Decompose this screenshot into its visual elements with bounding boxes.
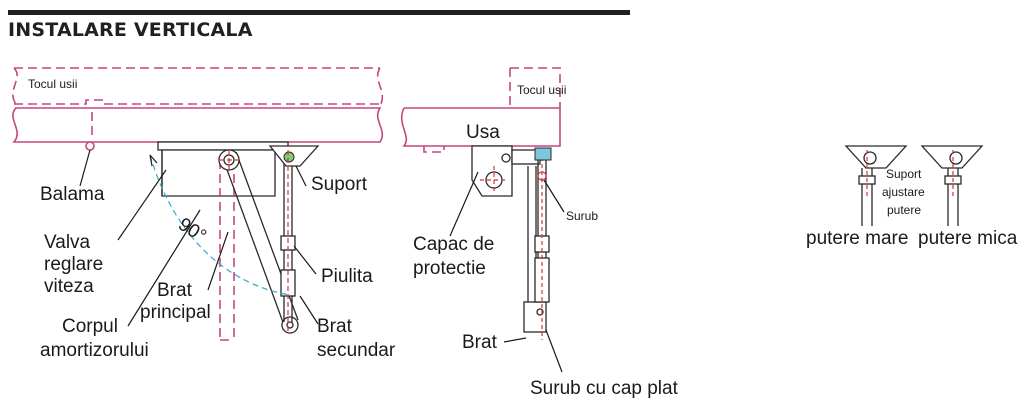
label-piulita: Piulita	[321, 266, 373, 287]
label-suport-ajustare-line3: putere	[887, 203, 921, 217]
middle-closer-assembly	[471, 145, 552, 340]
middle-leaders	[449, 171, 565, 373]
label-capac-line1: Capac de	[413, 234, 494, 255]
middle-door-frame	[400, 67, 561, 153]
label-surub-cu-cap-plat: Surub cu cap plat	[530, 378, 679, 399]
label-suport-ajustare-line2: ajustare	[882, 185, 925, 199]
putere-mare-bracket	[844, 145, 908, 226]
left-closer-assembly	[149, 141, 320, 341]
label-capac-line2: protectie	[413, 258, 486, 279]
label-corpul-line1: Corpul	[62, 316, 118, 337]
label-brat-secundar-line2: secundar	[317, 340, 396, 361]
label-brat-principal-line1: Brat	[157, 280, 193, 301]
label-valva-line3: viteza	[44, 276, 94, 297]
label-suport-ajustare-line1: Suport	[886, 167, 922, 181]
label-putere-mare: putere mare	[806, 228, 908, 249]
putere-mica-bracket	[920, 145, 984, 226]
label-suport: Suport	[311, 174, 368, 195]
label-tocul-usii-left: Tocul usii	[28, 77, 77, 91]
label-brat-principal-line2: principal	[140, 302, 211, 323]
title-rule	[8, 10, 630, 15]
label-balama: Balama	[40, 184, 105, 205]
label-putere-mica: putere mica	[918, 228, 1018, 249]
label-valva-line2: reglare	[44, 254, 103, 275]
left-leaders	[79, 149, 319, 327]
label-surub: Surub	[566, 209, 598, 223]
label-valva-line1: Valva	[44, 232, 91, 253]
label-brat: Brat	[462, 332, 498, 353]
label-brat-secundar-line1: Brat	[317, 316, 353, 337]
page-title: INSTALARE VERTICALA	[8, 19, 253, 41]
label-usa: Usa	[466, 122, 500, 143]
label-corpul-line2: amortizorului	[40, 340, 149, 361]
label-tocul-usii-right: Tocul usii	[517, 83, 566, 97]
